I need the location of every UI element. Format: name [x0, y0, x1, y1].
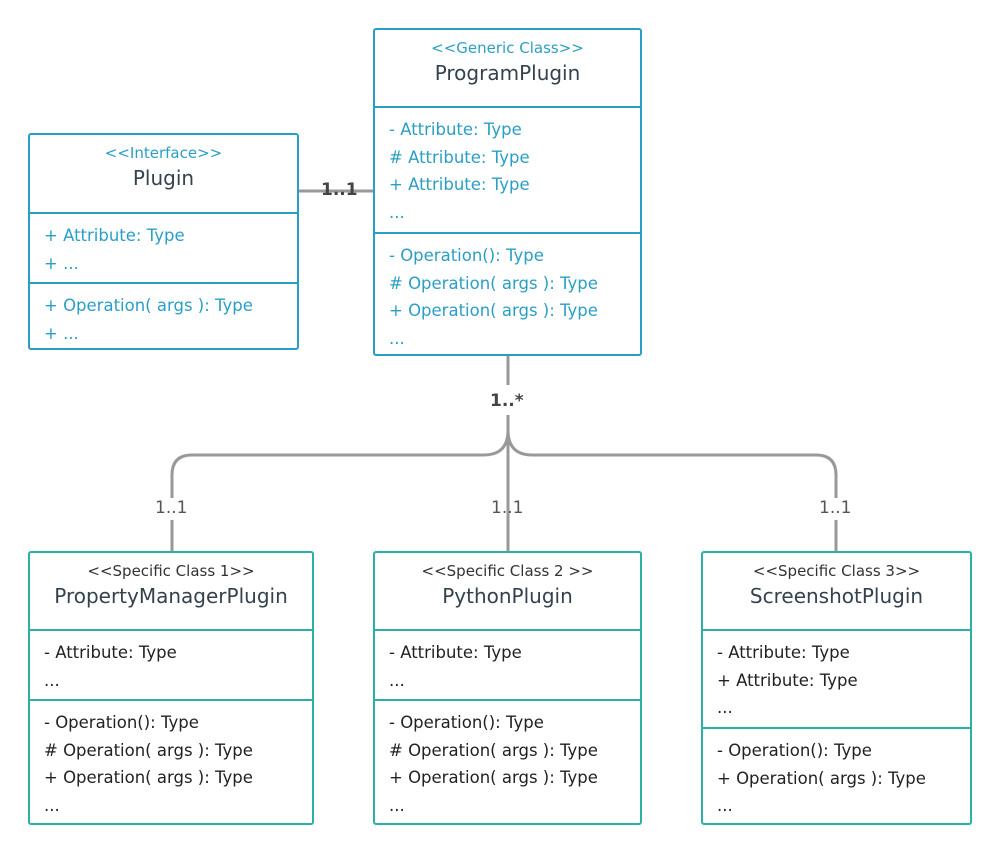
multiplicity-child-2: 1..1 [491, 498, 524, 518]
attributes-section: - Attribute: Type # Attribute: Type + At… [375, 106, 640, 232]
class-name: ScreenshotPlugin [749, 584, 924, 608]
class-name: Plugin [132, 166, 195, 190]
stereotype-label: <<Specific Class 3>> [752, 562, 921, 580]
attribute-line: - Attribute: Type [717, 643, 850, 662]
class-name: ProgramPlugin [434, 61, 581, 85]
attribute-line: ... [44, 670, 60, 690]
attributes-section: + Attribute: Type + ... [30, 212, 297, 282]
operation-line: + ... [44, 323, 79, 343]
multiplicity-child-1: 1..1 [155, 498, 188, 518]
attribute-line: + Attribute: Type [44, 226, 185, 245]
operations-section: - Operation(): Type + Operation( args ):… [703, 727, 970, 820]
operation-line: ... [717, 796, 733, 815]
class-program-plugin[interactable]: <<Generic Class>> ProgramPlugin - Attrib… [373, 28, 642, 356]
stereotype-label: <<Generic Class>> [431, 39, 584, 57]
operation-line: # Operation( args ): Type [44, 740, 253, 760]
operation-line: + Operation( args ): Type [44, 296, 253, 315]
class-name: PropertyManagerPlugin [54, 584, 288, 608]
attribute-line: + Attribute: Type [717, 670, 858, 690]
operation-line: + Operation( args ): Type [389, 301, 598, 320]
operation-line: + Operation( args ): Type [717, 768, 926, 788]
attribute-line: ... [717, 698, 733, 717]
attribute-line: + ... [44, 253, 79, 273]
attribute-line: # Attribute: Type [389, 147, 530, 167]
operation-line: - Operation(): Type [389, 246, 544, 265]
operations-section: + Operation( args ): Type + ... [30, 282, 297, 347]
operation-line: ... [389, 328, 405, 348]
attribute-line: - Attribute: Type [44, 643, 177, 662]
class-name: PythonPlugin [442, 584, 573, 608]
attributes-section: - Attribute: Type ... [30, 629, 312, 699]
attributes-section: - Attribute: Type + Attribute: Type ... [703, 629, 970, 727]
operation-line: # Operation( args ): Type [389, 273, 598, 293]
attribute-line: - Attribute: Type [389, 643, 522, 662]
multiplicity-plugin-program: 1..1 [321, 180, 358, 200]
stereotype-label: <<Specific Class 2 >> [421, 562, 594, 580]
operation-line: ... [389, 795, 405, 815]
attribute-line: ... [389, 202, 405, 222]
attribute-line: ... [389, 670, 405, 690]
stereotype-label: <<Specific Class 1>> [87, 562, 255, 580]
branch-curve-left [170, 429, 510, 498]
multiplicity-child-3: 1..1 [819, 498, 852, 518]
class-plugin[interactable]: <<Interface>> Plugin + Attribute: Type +… [28, 133, 299, 350]
operation-line: + Operation( args ): Type [389, 768, 598, 787]
operations-section: - Operation(): Type # Operation( args ):… [375, 699, 640, 819]
class-property-manager-plugin[interactable]: <<Specific Class 1>> PropertyManagerPlug… [28, 551, 314, 825]
operation-line: - Operation(): Type [389, 713, 544, 732]
branch-curve-right [506, 429, 838, 498]
class-python-plugin[interactable]: <<Specific Class 2 >> PythonPlugin - Att… [373, 551, 642, 825]
operation-line: ... [44, 795, 60, 815]
operation-line: # Operation( args ): Type [389, 740, 598, 760]
stereotype-label: <<Interface>> [104, 144, 223, 162]
attribute-line: + Attribute: Type [389, 175, 530, 194]
attributes-section: - Attribute: Type ... [375, 629, 640, 699]
operation-line: + Operation( args ): Type [44, 768, 253, 787]
multiplicity-program-children: 1..* [490, 391, 524, 411]
attribute-line: - Attribute: Type [389, 120, 522, 139]
operations-section: - Operation(): Type # Operation( args ):… [375, 232, 640, 352]
class-screenshot-plugin[interactable]: <<Specific Class 3>> ScreenshotPlugin - … [701, 551, 972, 825]
operation-line: - Operation(): Type [44, 713, 199, 732]
operation-line: - Operation(): Type [717, 741, 872, 760]
operations-section: - Operation(): Type # Operation( args ):… [30, 699, 312, 819]
